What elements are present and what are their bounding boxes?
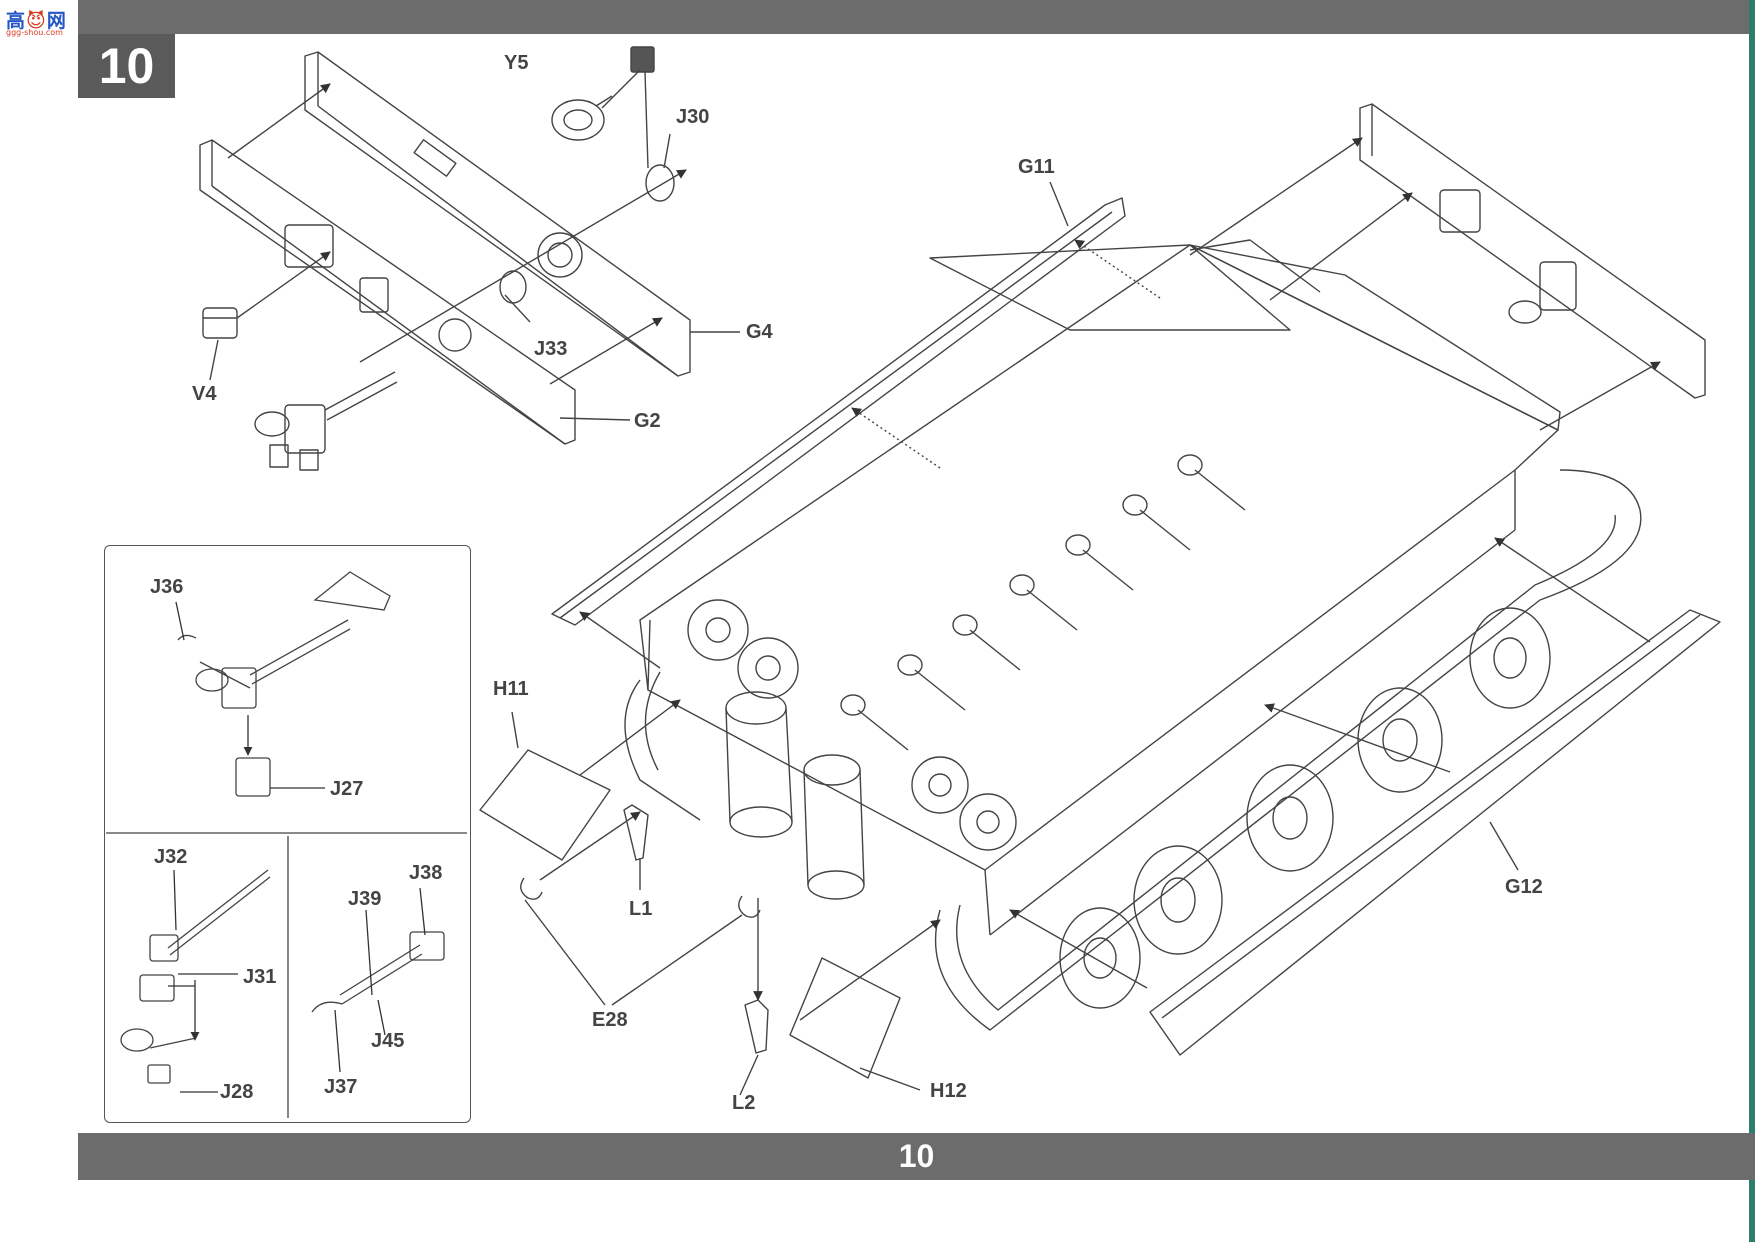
label-v4: V4	[192, 383, 217, 405]
hull-body	[639, 244, 1561, 936]
label-y5: Y5	[504, 52, 529, 74]
part-e28-left	[520, 877, 543, 900]
label-g4: G4	[746, 321, 773, 343]
label-e28: E28	[592, 1009, 628, 1031]
label-j30: J30	[676, 106, 710, 128]
part-j30	[645, 164, 675, 202]
label-j32: J32	[154, 846, 188, 868]
exhaust-cylinders	[725, 691, 865, 900]
label-j33: J33	[534, 338, 568, 360]
label-j38: J38	[409, 862, 443, 884]
track-rear-left	[624, 671, 701, 821]
label-l1: L1	[629, 898, 653, 920]
track-main	[934, 239, 1642, 1031]
mudflap-h12	[789, 957, 901, 1079]
label-j36: J36	[150, 576, 184, 598]
label-g2: G2	[634, 410, 661, 432]
mudflap-h11	[479, 749, 611, 861]
cooling-fans	[687, 599, 1017, 851]
page-edge	[1749, 0, 1755, 1242]
label-g12: G12	[1505, 876, 1543, 898]
part-symbol-icon	[630, 46, 655, 73]
label-g11: G11	[1018, 156, 1055, 178]
label-h12: H12	[930, 1080, 967, 1102]
watermark-logo: 高😈网 ggg-shou.com	[0, 0, 78, 40]
label-j39: J39	[348, 888, 382, 910]
step-number-badge: 10	[78, 34, 175, 98]
rear-plate-right	[1359, 103, 1706, 399]
header-band	[78, 0, 1755, 34]
label-j45: J45	[371, 1030, 405, 1052]
detail-inset-box	[104, 545, 471, 1123]
footer-band: 10	[78, 1133, 1755, 1180]
page-number: 10	[898, 1138, 935, 1174]
watermark-url: ggg-shou.com	[6, 28, 63, 37]
part-v4	[202, 307, 238, 339]
label-j27: J27	[330, 778, 364, 800]
rear-plate-g4	[304, 51, 691, 377]
part-e28-right	[738, 895, 761, 918]
torsion-arms	[840, 454, 1246, 751]
part-y5	[551, 95, 613, 141]
label-j37: J37	[324, 1076, 358, 1098]
label-j28: J28	[220, 1081, 254, 1103]
road-wheels	[1059, 607, 1551, 1009]
label-h11: H11	[493, 678, 529, 700]
fender-g12	[1149, 609, 1721, 1056]
part-l1	[623, 804, 649, 861]
exhaust-assembly	[254, 371, 398, 471]
label-l2: L2	[732, 1092, 756, 1114]
fender-g11	[551, 197, 1126, 626]
label-j31: J31	[243, 966, 277, 988]
